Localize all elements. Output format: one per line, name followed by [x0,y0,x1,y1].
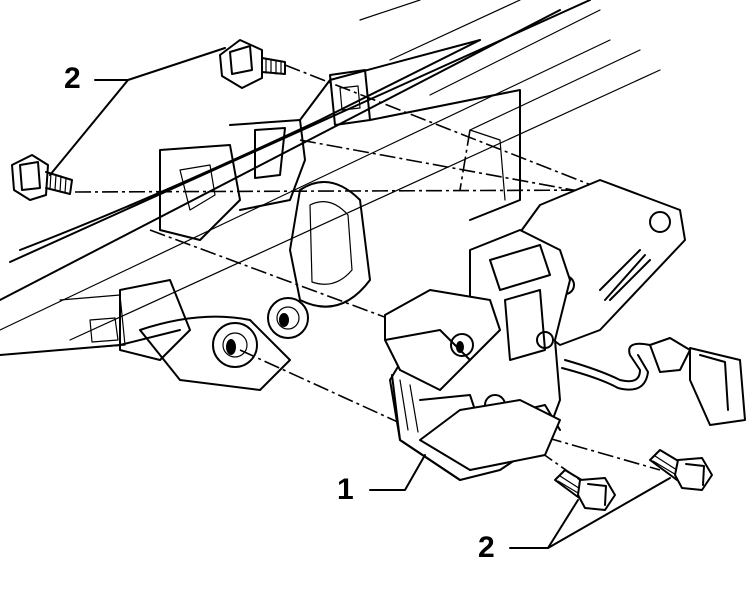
callout-bolts-bottom: 2 [478,531,495,564]
hood-lock-assembly [384,179,686,481]
body-panel [0,0,661,391]
bolt-top-lower [11,154,73,201]
leader-lines [49,47,671,549]
callout-lock: 1 [337,473,354,506]
bolt-top-upper [219,39,286,89]
lock-sensor [561,337,746,426]
panel-bosses [212,297,309,368]
callout-bolts-top: 2 [64,62,81,95]
bolt-bottom-left [554,469,616,511]
bolt-bottom-right [649,449,713,491]
